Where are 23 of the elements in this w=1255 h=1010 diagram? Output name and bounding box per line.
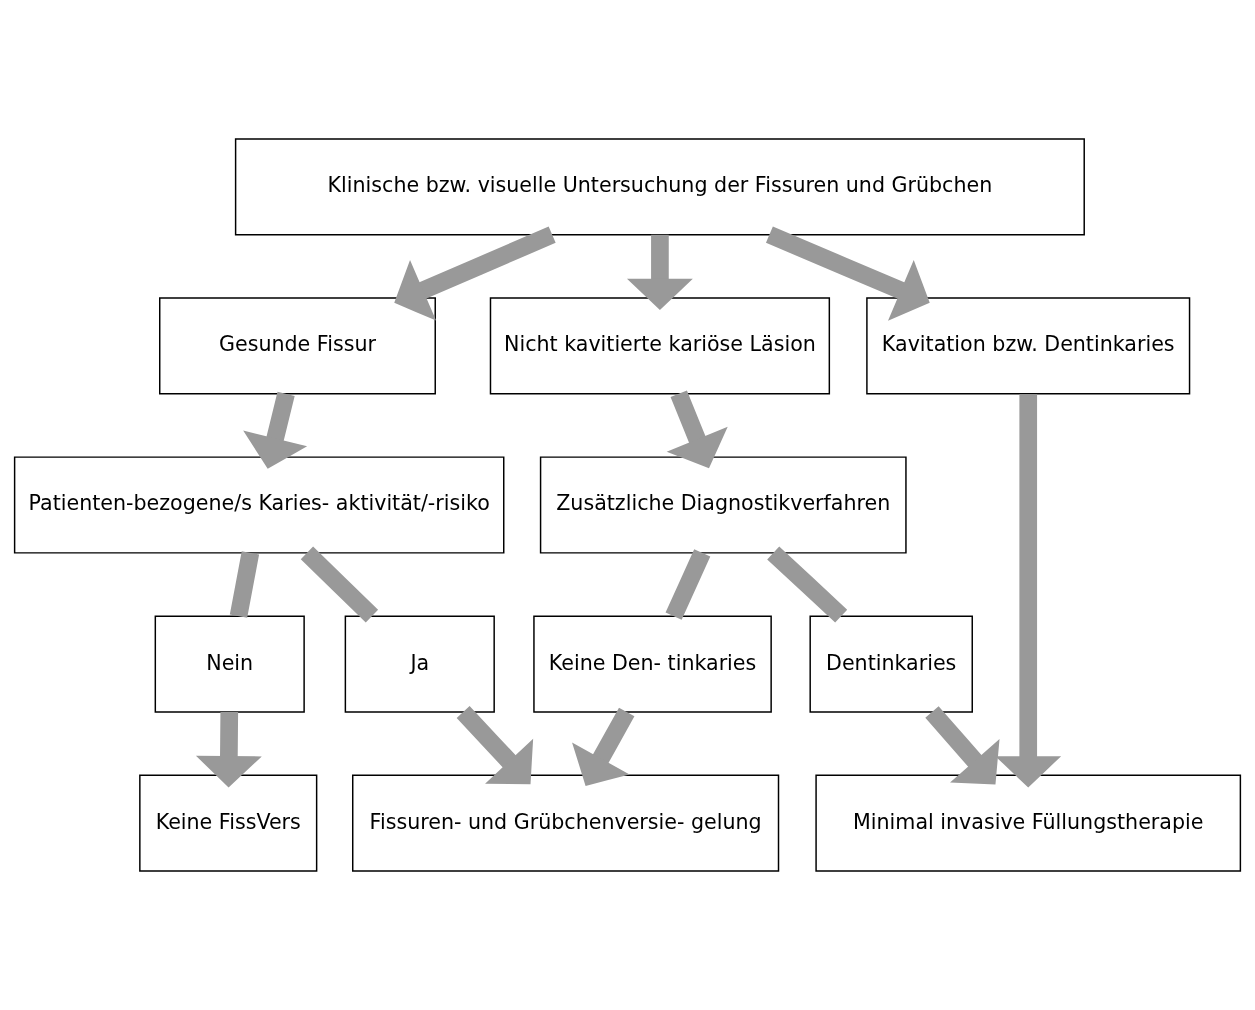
arrow (925, 706, 1000, 785)
node-box: Gesunde Fissur (159, 297, 436, 395)
node-box: Keine FissVers (139, 774, 318, 872)
arrow (995, 394, 1062, 788)
arrow (195, 711, 262, 788)
node-box: Ja (344, 615, 495, 713)
node-box: Minimal invasive Füllungstherapie (815, 774, 1242, 872)
arrow (243, 391, 308, 469)
arrow (626, 234, 693, 311)
connector (665, 549, 711, 620)
arrow (666, 390, 728, 469)
node-box: Dentinkaries (809, 615, 973, 713)
arrow (456, 706, 534, 785)
node-box: Patienten-bezogene/s Karies- aktivität/-risiko (13, 456, 505, 554)
node-box: Nicht kavitierte kariöse Läsion (489, 297, 831, 395)
connector (229, 551, 260, 618)
node-box: Klinische bzw. visuelle Untersuchung der Fissuren und Grübchen (234, 138, 1085, 236)
arrow (572, 707, 635, 786)
node-box: Zusätzliche Diagnostikverfahren (539, 456, 907, 554)
node-box: Fissuren- und Grübchenversie- gelung (352, 774, 780, 872)
node-box: Keine Den- tinkaries (533, 615, 772, 713)
node-box: Nein (154, 615, 305, 713)
node-box: Kavitation bzw. Dentinkaries (866, 297, 1191, 395)
